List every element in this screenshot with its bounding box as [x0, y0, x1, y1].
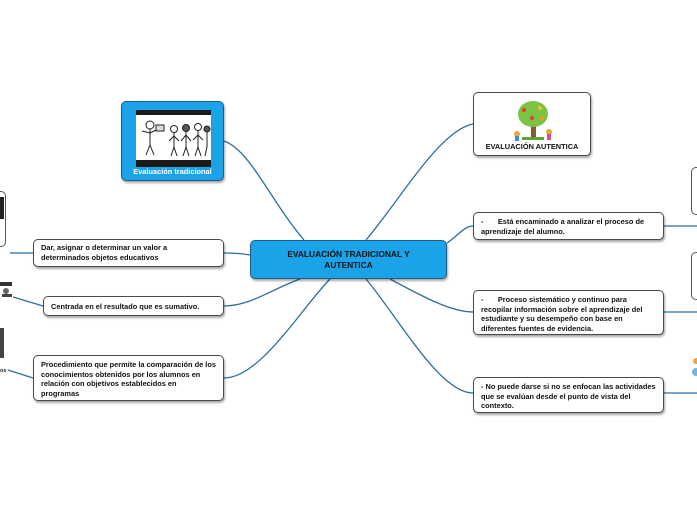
node-dar-asignar-text: Dar, asignar o determinar un valor a det… — [41, 243, 216, 262]
node-proceso-sistematico[interactable]: - Proceso sistemático y continuo para re… — [473, 290, 664, 335]
line-centrada-off — [13, 297, 43, 306]
offscreen-image-left-1 — [0, 197, 4, 219]
offscreen-image-left-3 — [0, 324, 6, 364]
node-procedimiento-text: Procedimiento que permite la comparación… — [41, 360, 216, 399]
node-esta-encaminado[interactable]: - Está encaminado a analizar el proceso … — [473, 212, 664, 240]
line-central-proc — [224, 279, 330, 378]
line-central-sist — [390, 279, 473, 312]
line-central-dar — [224, 253, 250, 255]
offscreen-image-right-3 — [689, 354, 697, 384]
node-esta-encaminado-text: - Está encaminado a analizar el proceso … — [481, 217, 656, 236]
authentic-evaluation-node[interactable]: EVALUACIÓN AUTENTICA — [473, 92, 591, 156]
central-topic[interactable]: EVALUACIÓN TRADICIONAL Y AUTENTICA — [250, 240, 447, 279]
line-proc-off — [8, 370, 33, 378]
node-no-puede-darse-text: - No puede darse si no se enfocan las ac… — [481, 382, 656, 411]
node-procedimiento[interactable]: Procedimiento que permite la comparación… — [33, 355, 224, 401]
node-centrada-resultado[interactable]: Centrada en el resultado que es sumativo… — [43, 296, 224, 316]
node-proceso-sistematico-text: - Proceso sistemático y continuo para re… — [481, 295, 656, 334]
tree-illustration — [512, 98, 554, 142]
node-dar-asignar[interactable]: Dar, asignar o determinar un valor a det… — [33, 239, 224, 267]
line-central-authentic — [366, 124, 473, 240]
central-topic-label: EVALUACIÓN TRADICIONAL Y AUTENTICA — [265, 249, 432, 271]
traditional-evaluation-label: Evaluación tradicional — [122, 167, 223, 177]
node-no-puede-darse[interactable]: - No puede darse si no se enfocan las ac… — [473, 377, 664, 413]
offscreen-image-left-2 — [0, 279, 16, 301]
classroom-image — [136, 110, 211, 167]
classroom-illustration — [136, 115, 211, 160]
traditional-evaluation-node[interactable]: Evaluación tradicional — [121, 101, 224, 181]
offscreen-node-right-2 — [691, 252, 697, 300]
authentic-evaluation-label: EVALUACIÓN AUTENTICA — [474, 142, 590, 152]
line-central-nopuede — [366, 279, 473, 393]
line-central-traditional — [224, 141, 304, 240]
line-central-centrada — [224, 279, 300, 306]
offscreen-text-fragment: os — [0, 368, 6, 374]
line-central-esta — [447, 226, 473, 243]
node-centrada-resultado-text: Centrada en el resultado que es sumativo… — [51, 302, 216, 312]
offscreen-node-right-1 — [691, 167, 697, 215]
